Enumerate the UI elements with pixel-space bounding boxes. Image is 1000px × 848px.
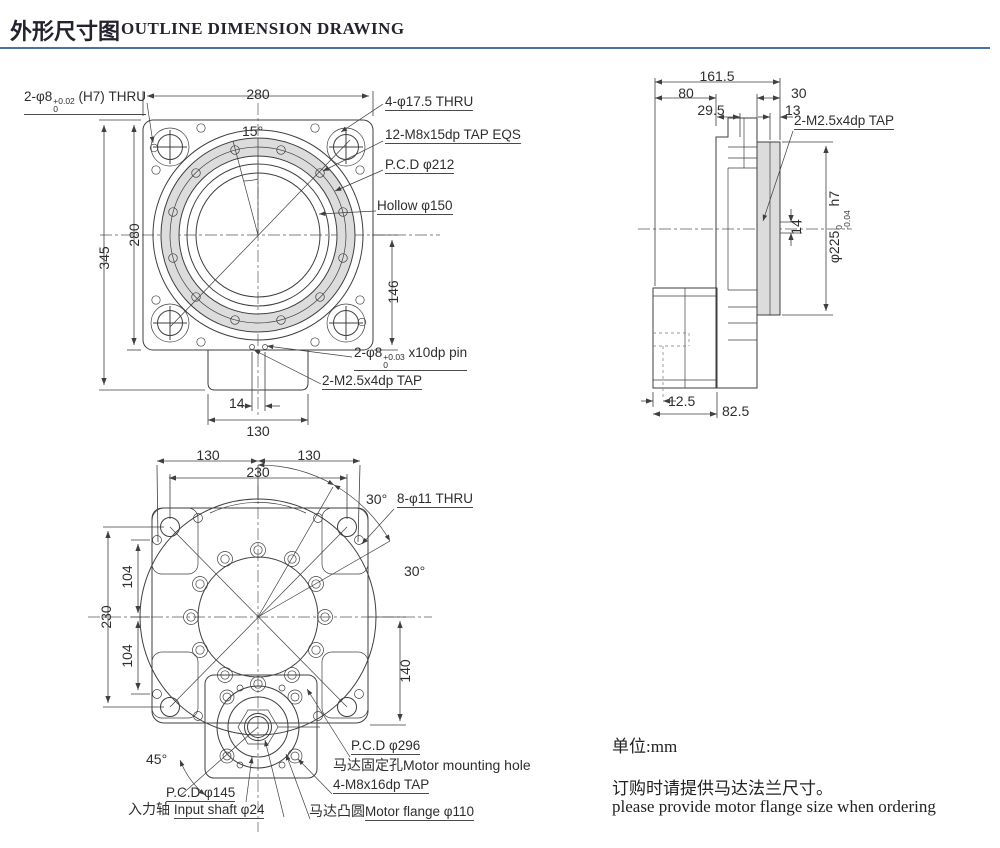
page-title-zh: 外形尺寸图 xyxy=(10,19,121,44)
back-dim-230-top: 230 xyxy=(246,464,270,480)
front-view-linework xyxy=(99,91,440,425)
front-angle-15: 15° xyxy=(242,123,264,139)
side-dim-80: 80 xyxy=(678,85,694,101)
front-hollow-callout: Hollow φ150 xyxy=(377,198,453,215)
back-angle-30-b: 30° xyxy=(404,563,426,579)
back-dim-104-lower: 104 xyxy=(119,644,135,668)
back-view-linework xyxy=(88,458,432,832)
front-pcd212-callout: P.C.D φ212 xyxy=(385,157,455,174)
back-input-shaft-label: 入力轴 Input shaft φ24 xyxy=(128,802,265,819)
side-dim-161-5: 161.5 xyxy=(699,68,735,84)
unit-note: 单位:mm xyxy=(612,737,678,756)
order-note-en: please provide motor flange size when or… xyxy=(612,797,936,816)
side-dim-13: 13 xyxy=(785,102,801,118)
front-thru-holes-callout: 4-φ17.5 THRU xyxy=(385,94,474,111)
back-motor-flange-label: 马达凸圆Motor flange φ110 xyxy=(309,804,475,821)
back-thru11-callout: 8-φ11 THRU xyxy=(397,491,474,508)
back-dim-230-left: 230 xyxy=(98,605,114,629)
front-dim-width-280: 280 xyxy=(246,86,270,102)
front-tap2-callout: 2-M2.5x4dp TAP xyxy=(322,373,423,390)
back-angle-30-a: 30° xyxy=(366,491,388,507)
front-tap12-callout: 12-M8x15dp TAP EQS xyxy=(385,127,521,144)
side-dim-14: 14 xyxy=(788,219,804,235)
front-dim-height-345: 345 xyxy=(96,246,112,270)
back-dim-130-right: 130 xyxy=(297,447,321,463)
back-motor-hole-label: 马达固定孔Motor mounting hole xyxy=(333,757,531,774)
side-dim-12-5: 12.5 xyxy=(668,393,696,409)
page-title-en: OUTLINE DIMENSION DRAWING xyxy=(121,19,405,38)
back-dim-140: 140 xyxy=(397,659,413,683)
back-dim-104-upper: 104 xyxy=(119,565,135,589)
front-dim-14: 14 xyxy=(229,395,245,411)
order-note-zh: 订购时请提供马达法兰尺寸。 xyxy=(612,779,833,798)
title-rule xyxy=(0,47,990,49)
back-tap4-callout: 4-M8x16dp TAP xyxy=(333,777,430,794)
front-dim-146: 146 xyxy=(385,280,401,304)
front-dim-130: 130 xyxy=(246,423,270,439)
side-dim-29-5: 29.5 xyxy=(697,102,725,118)
side-dim-30: 30 xyxy=(791,85,807,101)
side-tap-callout: 2-M2.5x4dp TAP xyxy=(794,113,895,130)
back-pcd296-callout: P.C.D φ296 xyxy=(351,738,421,755)
front-dim-height-280: 280 xyxy=(126,223,142,247)
back-dim-130-left: 130 xyxy=(196,447,220,463)
side-view-linework xyxy=(638,78,852,418)
back-angle-45: 45° xyxy=(146,751,168,767)
side-dim-82-5: 82.5 xyxy=(722,403,750,419)
back-pcd145-callout: P.C.D φ145 xyxy=(166,785,236,802)
